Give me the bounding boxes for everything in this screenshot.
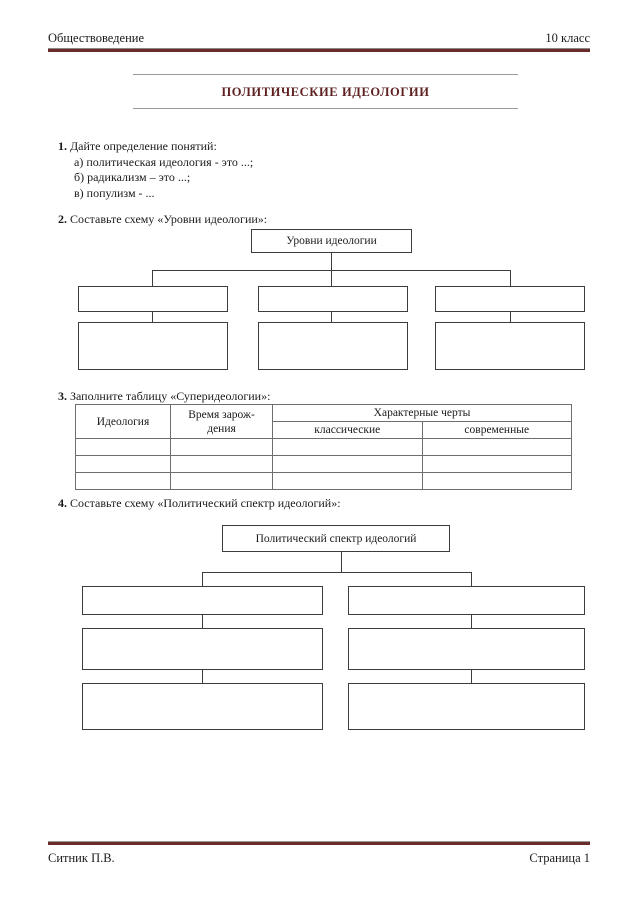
task-3: 3. Заполните таблицу «Суперидеологии»:: [58, 389, 478, 405]
diagram2-right-box-3[interactable]: [348, 683, 585, 730]
task-4-prompt: Составьте схему «Политический спектр иде…: [70, 496, 341, 510]
diagram2-right-box-1[interactable]: [348, 586, 585, 615]
diagram1-root-box[interactable]: Уровни идеологии: [251, 229, 412, 253]
diagram1-drop-middle: [331, 270, 333, 286]
diagram2-right-connector-2: [471, 670, 473, 683]
diagram2-right-connector-1: [471, 615, 473, 628]
footer-rule-thick: [48, 842, 590, 845]
task-1-item-c: в) популизм - ...: [74, 185, 155, 200]
diagram2-left-box-3[interactable]: [82, 683, 323, 730]
diagram1-row3-box-3[interactable]: [435, 322, 585, 370]
diagram2-drop-left: [202, 572, 204, 586]
task-1-item-b: б) радикализм – это ...;: [74, 170, 191, 184]
table-header-modern: современные: [421, 421, 572, 439]
task-3-prompt: Заполните таблицу «Суперидеологии»:: [70, 389, 271, 403]
task-1-number: 1.: [58, 139, 67, 153]
table-cell-time[interactable]: [170, 472, 273, 490]
diagram1-row2-box-3[interactable]: [435, 286, 585, 312]
task-2: 2. Составьте схему «Уровни идеологии»:: [58, 212, 458, 228]
header-rule: [48, 48, 590, 52]
title-rule-top: [133, 74, 518, 75]
diagram1-connector-1: [152, 312, 154, 322]
running-header: Обществоведение 10 класс: [48, 31, 590, 46]
diagram2-right-box-2[interactable]: [348, 628, 585, 670]
table-row[interactable]: [75, 455, 572, 473]
diagram1-row3-box-2[interactable]: [258, 322, 408, 370]
diagram2-root-box[interactable]: Политический спектр идеологий: [222, 525, 450, 552]
task-4-number: 4.: [58, 496, 67, 510]
diagram1-connector-3: [510, 312, 512, 322]
header-grade: 10 класс: [545, 31, 590, 45]
running-footer: Ситник П.В. Страница 1: [48, 851, 590, 866]
diagram2-left-box-2[interactable]: [82, 628, 323, 670]
diagram2-drop-right: [471, 572, 473, 586]
diagram2-root-label: Политический спектр идеологий: [255, 532, 417, 545]
diagram2-left-box-1[interactable]: [82, 586, 323, 615]
title-block: ПОЛИТИЧЕСКИЕ ИДЕОЛОГИИ: [133, 74, 518, 109]
task-2-number: 2.: [58, 212, 67, 226]
task-1-item-a: а) политическая идеология - это ...;: [74, 154, 254, 169]
footer-author: Ситник П.В.: [48, 851, 115, 865]
footer-page-number: Страница 1: [529, 851, 590, 865]
diagram1-row3-box-1[interactable]: [78, 322, 228, 370]
diagram1-root-label: Уровни идеологии: [286, 235, 377, 247]
diagram2-left-connector-2: [202, 670, 204, 683]
diagram2-root-stem: [341, 552, 343, 572]
task-3-number: 3.: [58, 389, 67, 403]
superideologies-table-wrap: Идеология Время зарож- дения Характерные…: [75, 404, 572, 490]
table-header-row-2: классические современные: [76, 421, 572, 439]
table-row[interactable]: [75, 472, 572, 490]
table-cell-modern[interactable]: [421, 472, 572, 490]
diagram1-row2-box-1[interactable]: [78, 286, 228, 312]
superideologies-table: Идеология Время зарож- дения Характерные…: [75, 404, 572, 490]
footer-rule-thin: [48, 841, 590, 842]
header-rule-thick: [48, 49, 590, 52]
page-title: ПОЛИТИЧЕСКИЕ ИДЕОЛОГИИ: [221, 85, 430, 99]
footer-rule: [48, 841, 590, 845]
task-2-prompt: Составьте схему «Уровни идеологии»:: [70, 212, 268, 226]
task-1: 1. Дайте определение понятий: а) политич…: [58, 139, 458, 201]
task-4: 4. Составьте схему «Политический спектр …: [58, 496, 498, 512]
diagram1-drop-left: [152, 270, 154, 286]
task-1-prompt: Дайте определение понятий:: [70, 139, 217, 153]
diagram2-left-connector-1: [202, 615, 204, 628]
table-header-ideology: Идеология: [75, 404, 171, 439]
diagram1-root-stem: [331, 253, 333, 271]
diagram1-row2-box-2[interactable]: [258, 286, 408, 312]
table-header-row-1: Идеология Время зарож- дения Характерные…: [75, 404, 572, 439]
title-rule-bottom: [133, 108, 518, 109]
header-rule-thin: [48, 48, 590, 49]
diagram2-bus: [202, 572, 472, 574]
diagram1-drop-right: [510, 270, 512, 286]
diagram1-connector-2: [331, 312, 333, 322]
header-subject: Обществоведение: [48, 31, 144, 45]
table-header-time: Время зарож- дения: [170, 404, 273, 439]
table-header-time-line1: Время зарож-: [188, 408, 255, 421]
table-header-time-line2: дения: [207, 422, 236, 435]
